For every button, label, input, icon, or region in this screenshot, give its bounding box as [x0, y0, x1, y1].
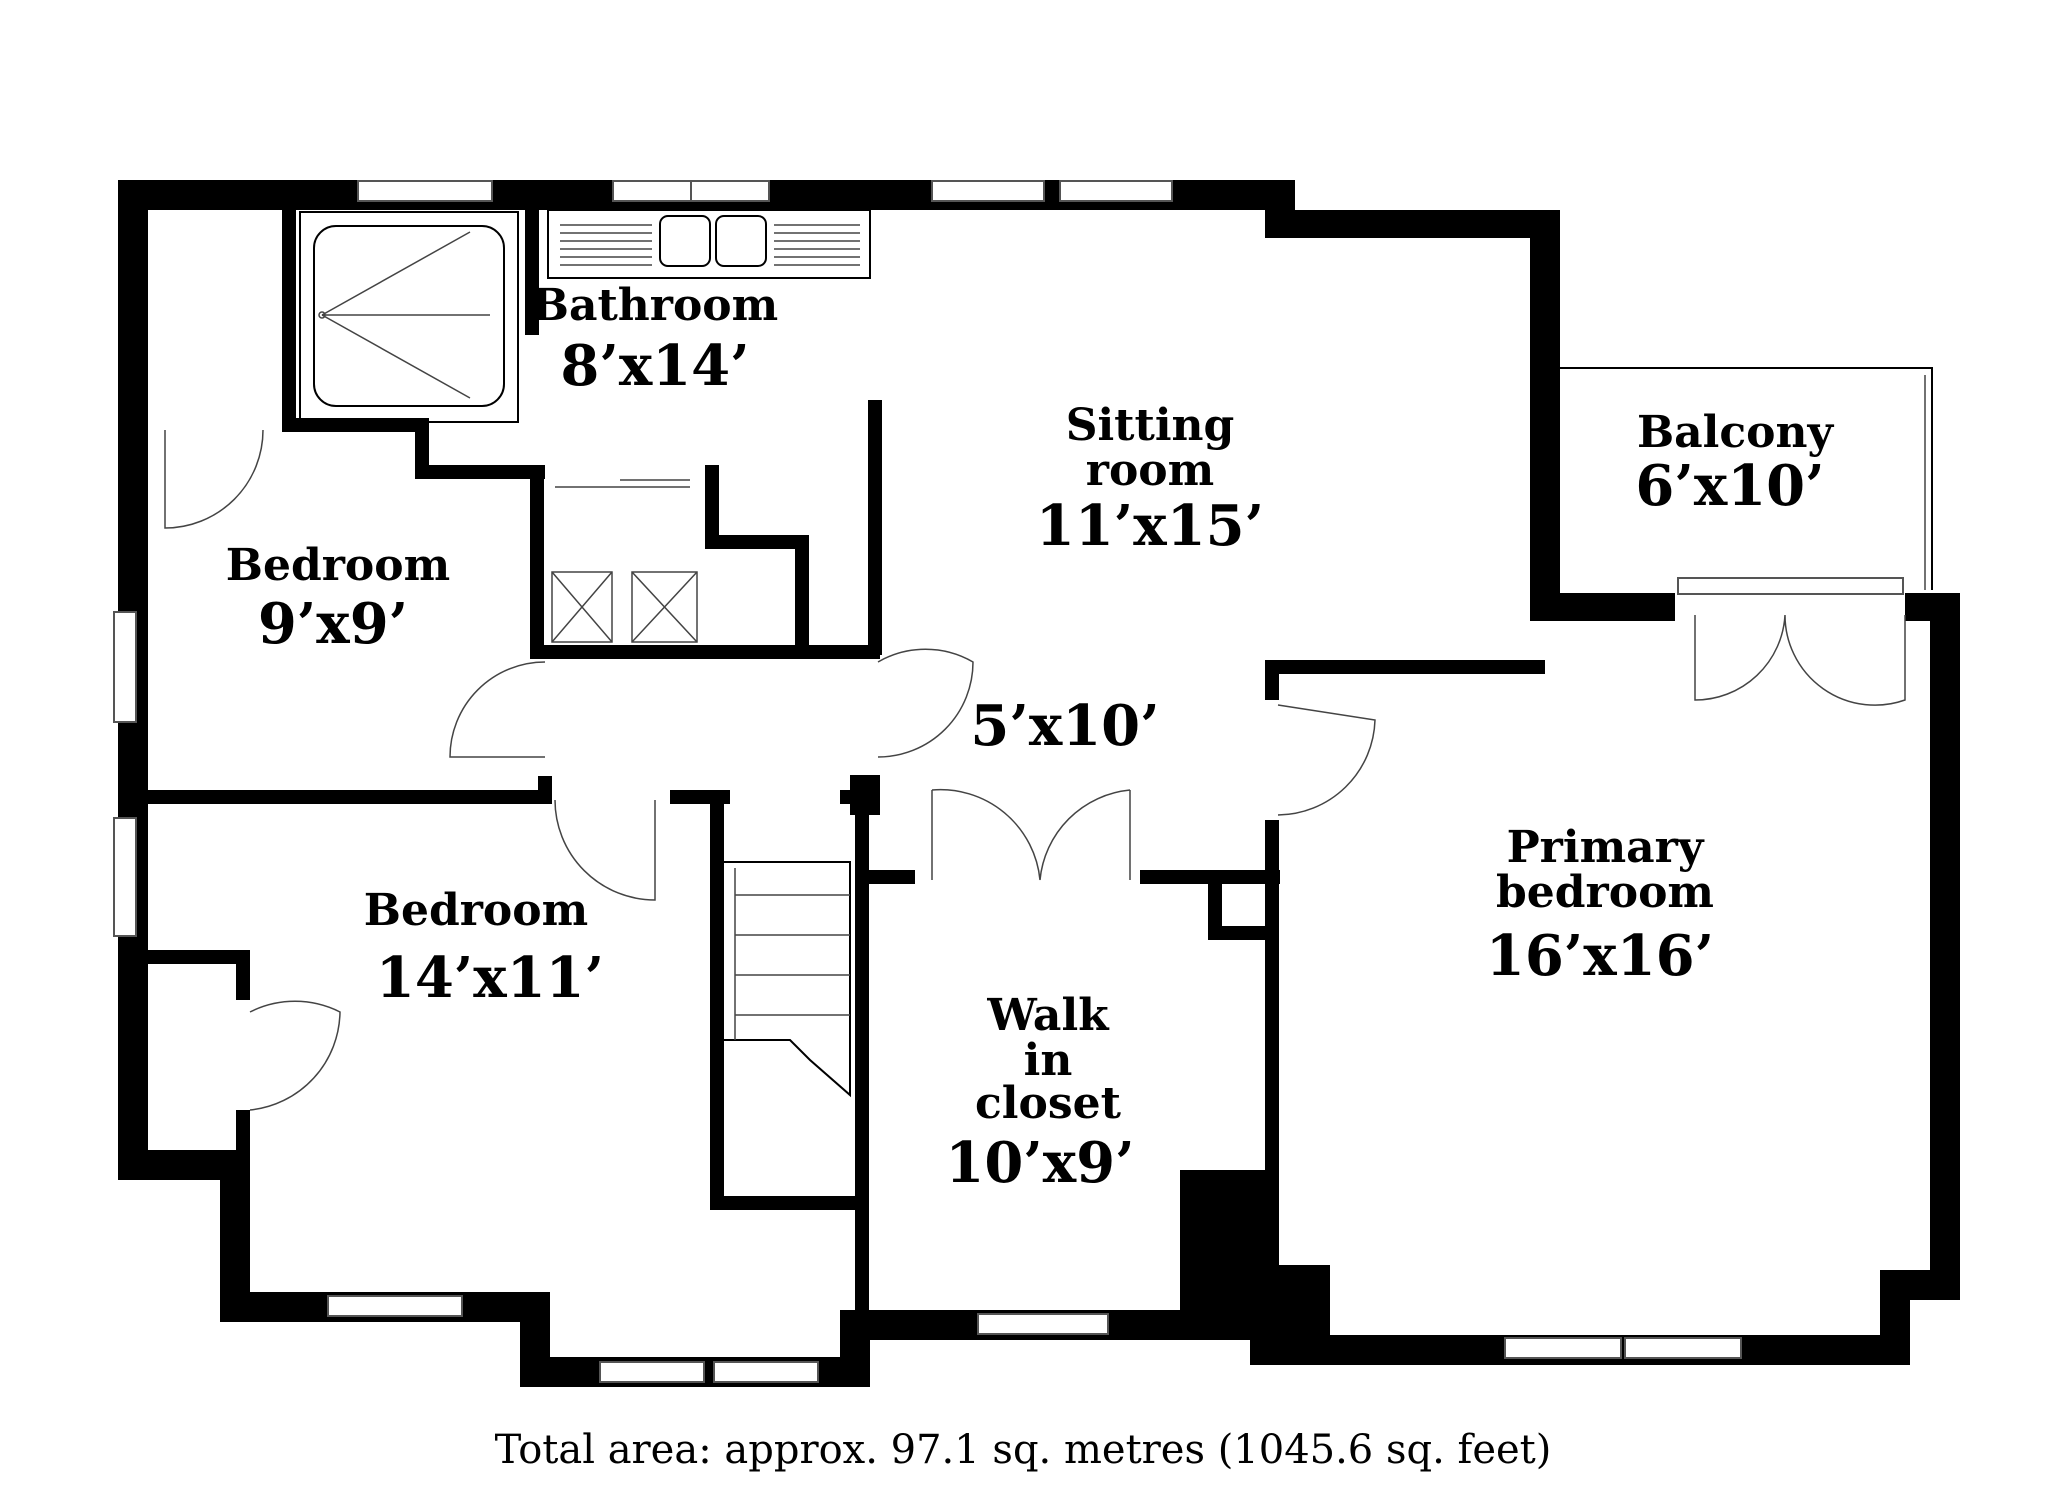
primary-bedroom-name-line2: bedroom [1496, 867, 1714, 918]
double-vanity [547, 209, 871, 279]
balcony-name: Balcony [1637, 407, 1835, 458]
total-area-caption: Total area: approx. 97.1 sq. metres (104… [495, 1427, 1552, 1473]
room-walk-in-closet: Walk in closet 10’x9’ [945, 990, 1134, 1196]
room-bathroom: Bathroom 8’x14’ [532, 280, 778, 399]
room-sitting-room: Sitting room 11’x15’ [1036, 400, 1264, 559]
bedroom-small-name: Bedroom [226, 540, 450, 591]
shower-tray [299, 211, 519, 423]
primary-bedroom-size: 16’x16’ [1486, 923, 1714, 989]
windows [113, 180, 1742, 1383]
walk-in-closet-size: 10’x9’ [945, 1130, 1134, 1196]
bedroom-large-name: Bedroom [364, 885, 588, 936]
room-primary-bedroom: Primary bedroom 16’x16’ [1486, 822, 1714, 989]
bedroom-small-size: 9’x9’ [258, 591, 408, 657]
primary-bedroom-name-line1: Primary [1507, 822, 1705, 873]
bedroom-large-size: 14’x11’ [376, 945, 604, 1011]
bathroom-name: Bathroom [532, 280, 778, 331]
doors [164, 429, 1906, 1111]
room-bedroom-small: Bedroom 9’x9’ [226, 540, 450, 657]
walk-in-closet-name-line2: in [1024, 1035, 1073, 1086]
sitting-room-name-line1: Sitting [1066, 400, 1235, 451]
sitting-room-size: 11’x15’ [1036, 493, 1264, 559]
walk-in-closet-name-line1: Walk [986, 990, 1110, 1041]
airing-cupboard [551, 479, 698, 643]
staircase [724, 861, 851, 1098]
balcony-outline [1545, 367, 1933, 595]
interior-walls [130, 205, 1545, 1335]
balcony-size: 6’x10’ [1635, 453, 1824, 519]
room-balcony: Balcony 6’x10’ [1635, 407, 1834, 519]
landing-size: 5’x10’ [970, 693, 1159, 759]
bathroom-size: 8’x14’ [560, 333, 749, 399]
room-bedroom-large: Bedroom 14’x11’ [364, 885, 604, 1011]
walk-in-closet-name-line3: closet [975, 1078, 1122, 1129]
sitting-room-name-line2: room [1086, 445, 1214, 496]
exterior-walls [118, 180, 1960, 1387]
room-landing: 5’x10’ [970, 693, 1159, 759]
